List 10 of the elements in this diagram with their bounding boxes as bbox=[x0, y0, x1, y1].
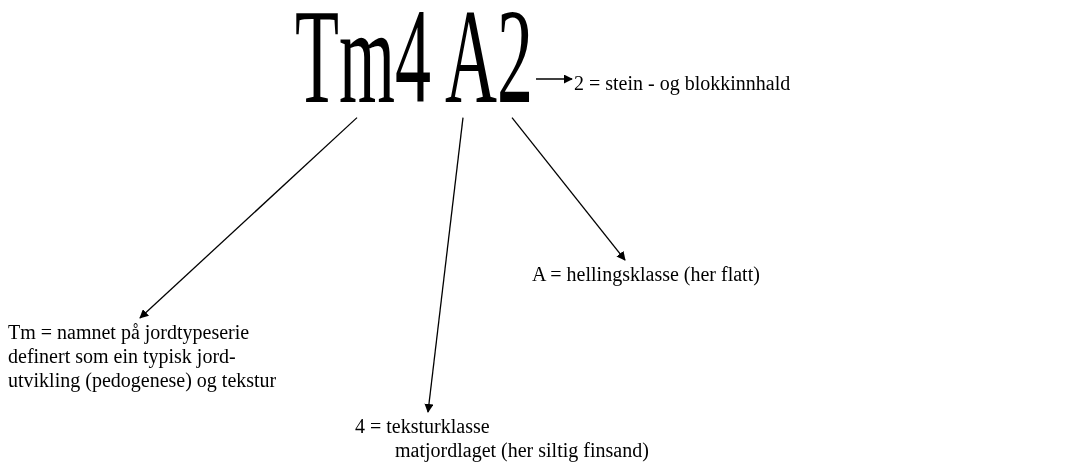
code-explanation: 2 = stein - og blokkinnhald bbox=[574, 71, 791, 95]
arrow bbox=[139, 117, 358, 319]
code-explanation: 4 = teksturklasse bbox=[355, 414, 490, 438]
arrow bbox=[424, 117, 464, 413]
code-explanation: Tm = namnet på jordtypeserie definert som ein typisk jord- utvikling (pedogenese) og tekstur bbox=[8, 320, 278, 392]
soil-code-heading: Tm4 A2 bbox=[295, 0, 533, 116]
code-explanation: A = hellingsklasse (her flatt) bbox=[532, 262, 760, 286]
arrow bbox=[535, 74, 573, 84]
code-explanation: matjordlaget (her siltig finsand) bbox=[394, 438, 649, 462]
arrow bbox=[511, 117, 626, 261]
